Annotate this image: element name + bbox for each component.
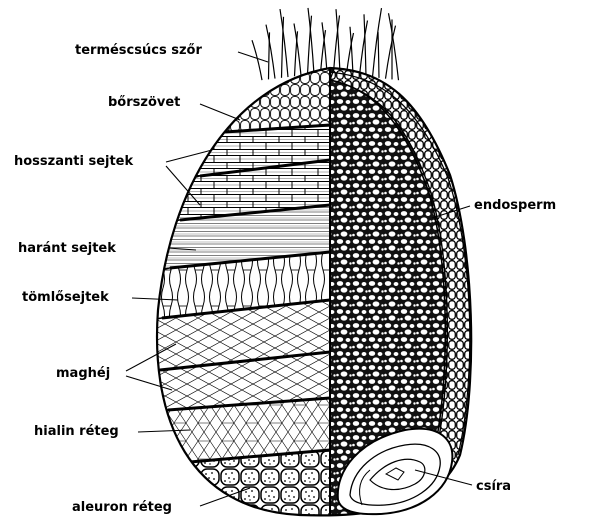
hair-strand xyxy=(378,32,379,78)
label-borszovet: bőrszövet xyxy=(108,96,180,109)
label-tomlosejtek: tömlősejtek xyxy=(22,291,109,304)
hair-strand xyxy=(373,8,382,77)
label-maghej: maghéj xyxy=(56,367,110,380)
hair-strand xyxy=(252,40,262,80)
label-aleuron-reteg: aleuron réteg xyxy=(72,501,172,514)
label-termescsucs-szor: terméscsúcs szőr xyxy=(75,44,202,57)
label-csira: csíra xyxy=(476,480,511,493)
label-hosszanti-sejtek: hosszanti sejtek xyxy=(14,155,133,168)
hair-strand xyxy=(266,25,275,79)
hair-strand xyxy=(386,26,396,79)
hair-strand xyxy=(364,14,366,76)
hair-strand xyxy=(389,13,399,80)
label-hialin-reteg: hialin réteg xyxy=(34,425,119,438)
label-harant-sejtek: haránt sejtek xyxy=(18,242,116,255)
pericarp-layers xyxy=(150,60,330,520)
label-endosperm: endosperm xyxy=(474,199,556,212)
